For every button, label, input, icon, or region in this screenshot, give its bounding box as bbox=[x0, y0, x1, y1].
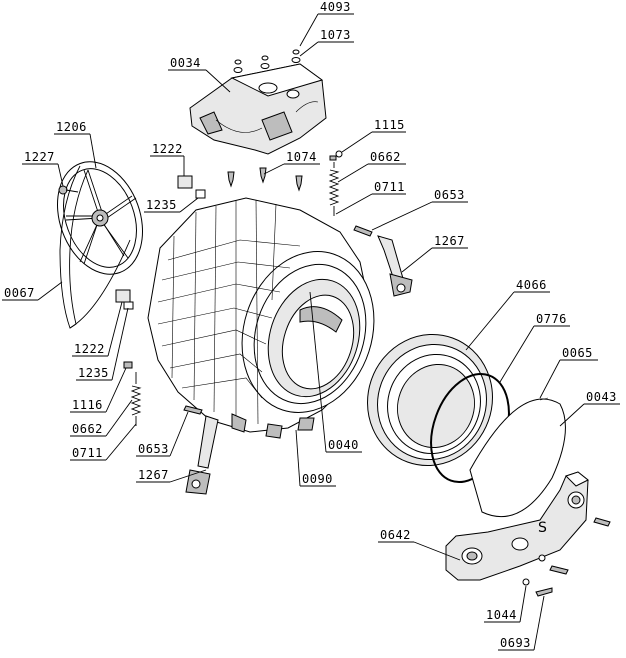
label-0043: 0043 bbox=[586, 390, 617, 404]
label-1267-top: 1267 bbox=[434, 234, 465, 248]
door-gasket-part bbox=[367, 333, 493, 467]
label-1116: 1116 bbox=[72, 398, 103, 412]
label-1115: 1115 bbox=[374, 118, 405, 132]
label-1235-bottom: 1235 bbox=[78, 366, 109, 380]
label-1044: 1044 bbox=[486, 608, 517, 622]
label-0776: 0776 bbox=[536, 312, 567, 326]
label-0662-bottom: 0662 bbox=[72, 422, 103, 436]
leader-lines bbox=[2, 13, 620, 651]
label-4066: 4066 bbox=[516, 278, 547, 292]
label-0653-top: 0653 bbox=[434, 188, 465, 202]
counterweight-part bbox=[189, 63, 327, 155]
clip-parts bbox=[115, 175, 206, 310]
damper-lower bbox=[183, 405, 219, 495]
spring-upper bbox=[328, 150, 343, 216]
belt-part bbox=[59, 165, 131, 329]
label-0065: 0065 bbox=[562, 346, 593, 360]
svg-text:S: S bbox=[538, 520, 547, 536]
label-1074: 1074 bbox=[286, 150, 317, 164]
screws-1074 bbox=[227, 167, 303, 192]
label-1267-bottom: 1267 bbox=[138, 468, 169, 482]
label-0693: 0693 bbox=[500, 636, 531, 650]
label-1222-bottom: 1222 bbox=[74, 342, 105, 356]
damper-upper bbox=[353, 225, 413, 297]
spring-lower bbox=[123, 361, 142, 426]
label-0090: 0090 bbox=[302, 472, 333, 486]
bolts-0693 bbox=[522, 517, 611, 597]
label-0040: 0040 bbox=[328, 438, 359, 452]
nut-icons bbox=[233, 49, 301, 73]
label-1222-top: 1222 bbox=[152, 142, 183, 156]
label-0642: 0642 bbox=[380, 528, 411, 542]
label-1206: 1206 bbox=[56, 120, 87, 134]
pulley-part bbox=[56, 161, 144, 275]
label-1073: 1073 bbox=[320, 28, 351, 42]
label-4093: 4093 bbox=[320, 0, 351, 14]
label-0034: 0034 bbox=[170, 56, 201, 70]
label-1235-top: 1235 bbox=[146, 198, 177, 212]
label-0067: 0067 bbox=[4, 286, 35, 300]
bracket-part: S bbox=[445, 471, 589, 581]
label-0711-top: 0711 bbox=[374, 180, 405, 194]
label-0653-bottom: 0653 bbox=[138, 442, 169, 456]
tub-part bbox=[147, 197, 375, 439]
label-0662-top: 0662 bbox=[370, 150, 401, 164]
front-panel-part bbox=[469, 397, 566, 517]
label-0711-bottom: 0711 bbox=[72, 446, 103, 460]
label-1227: 1227 bbox=[24, 150, 55, 164]
